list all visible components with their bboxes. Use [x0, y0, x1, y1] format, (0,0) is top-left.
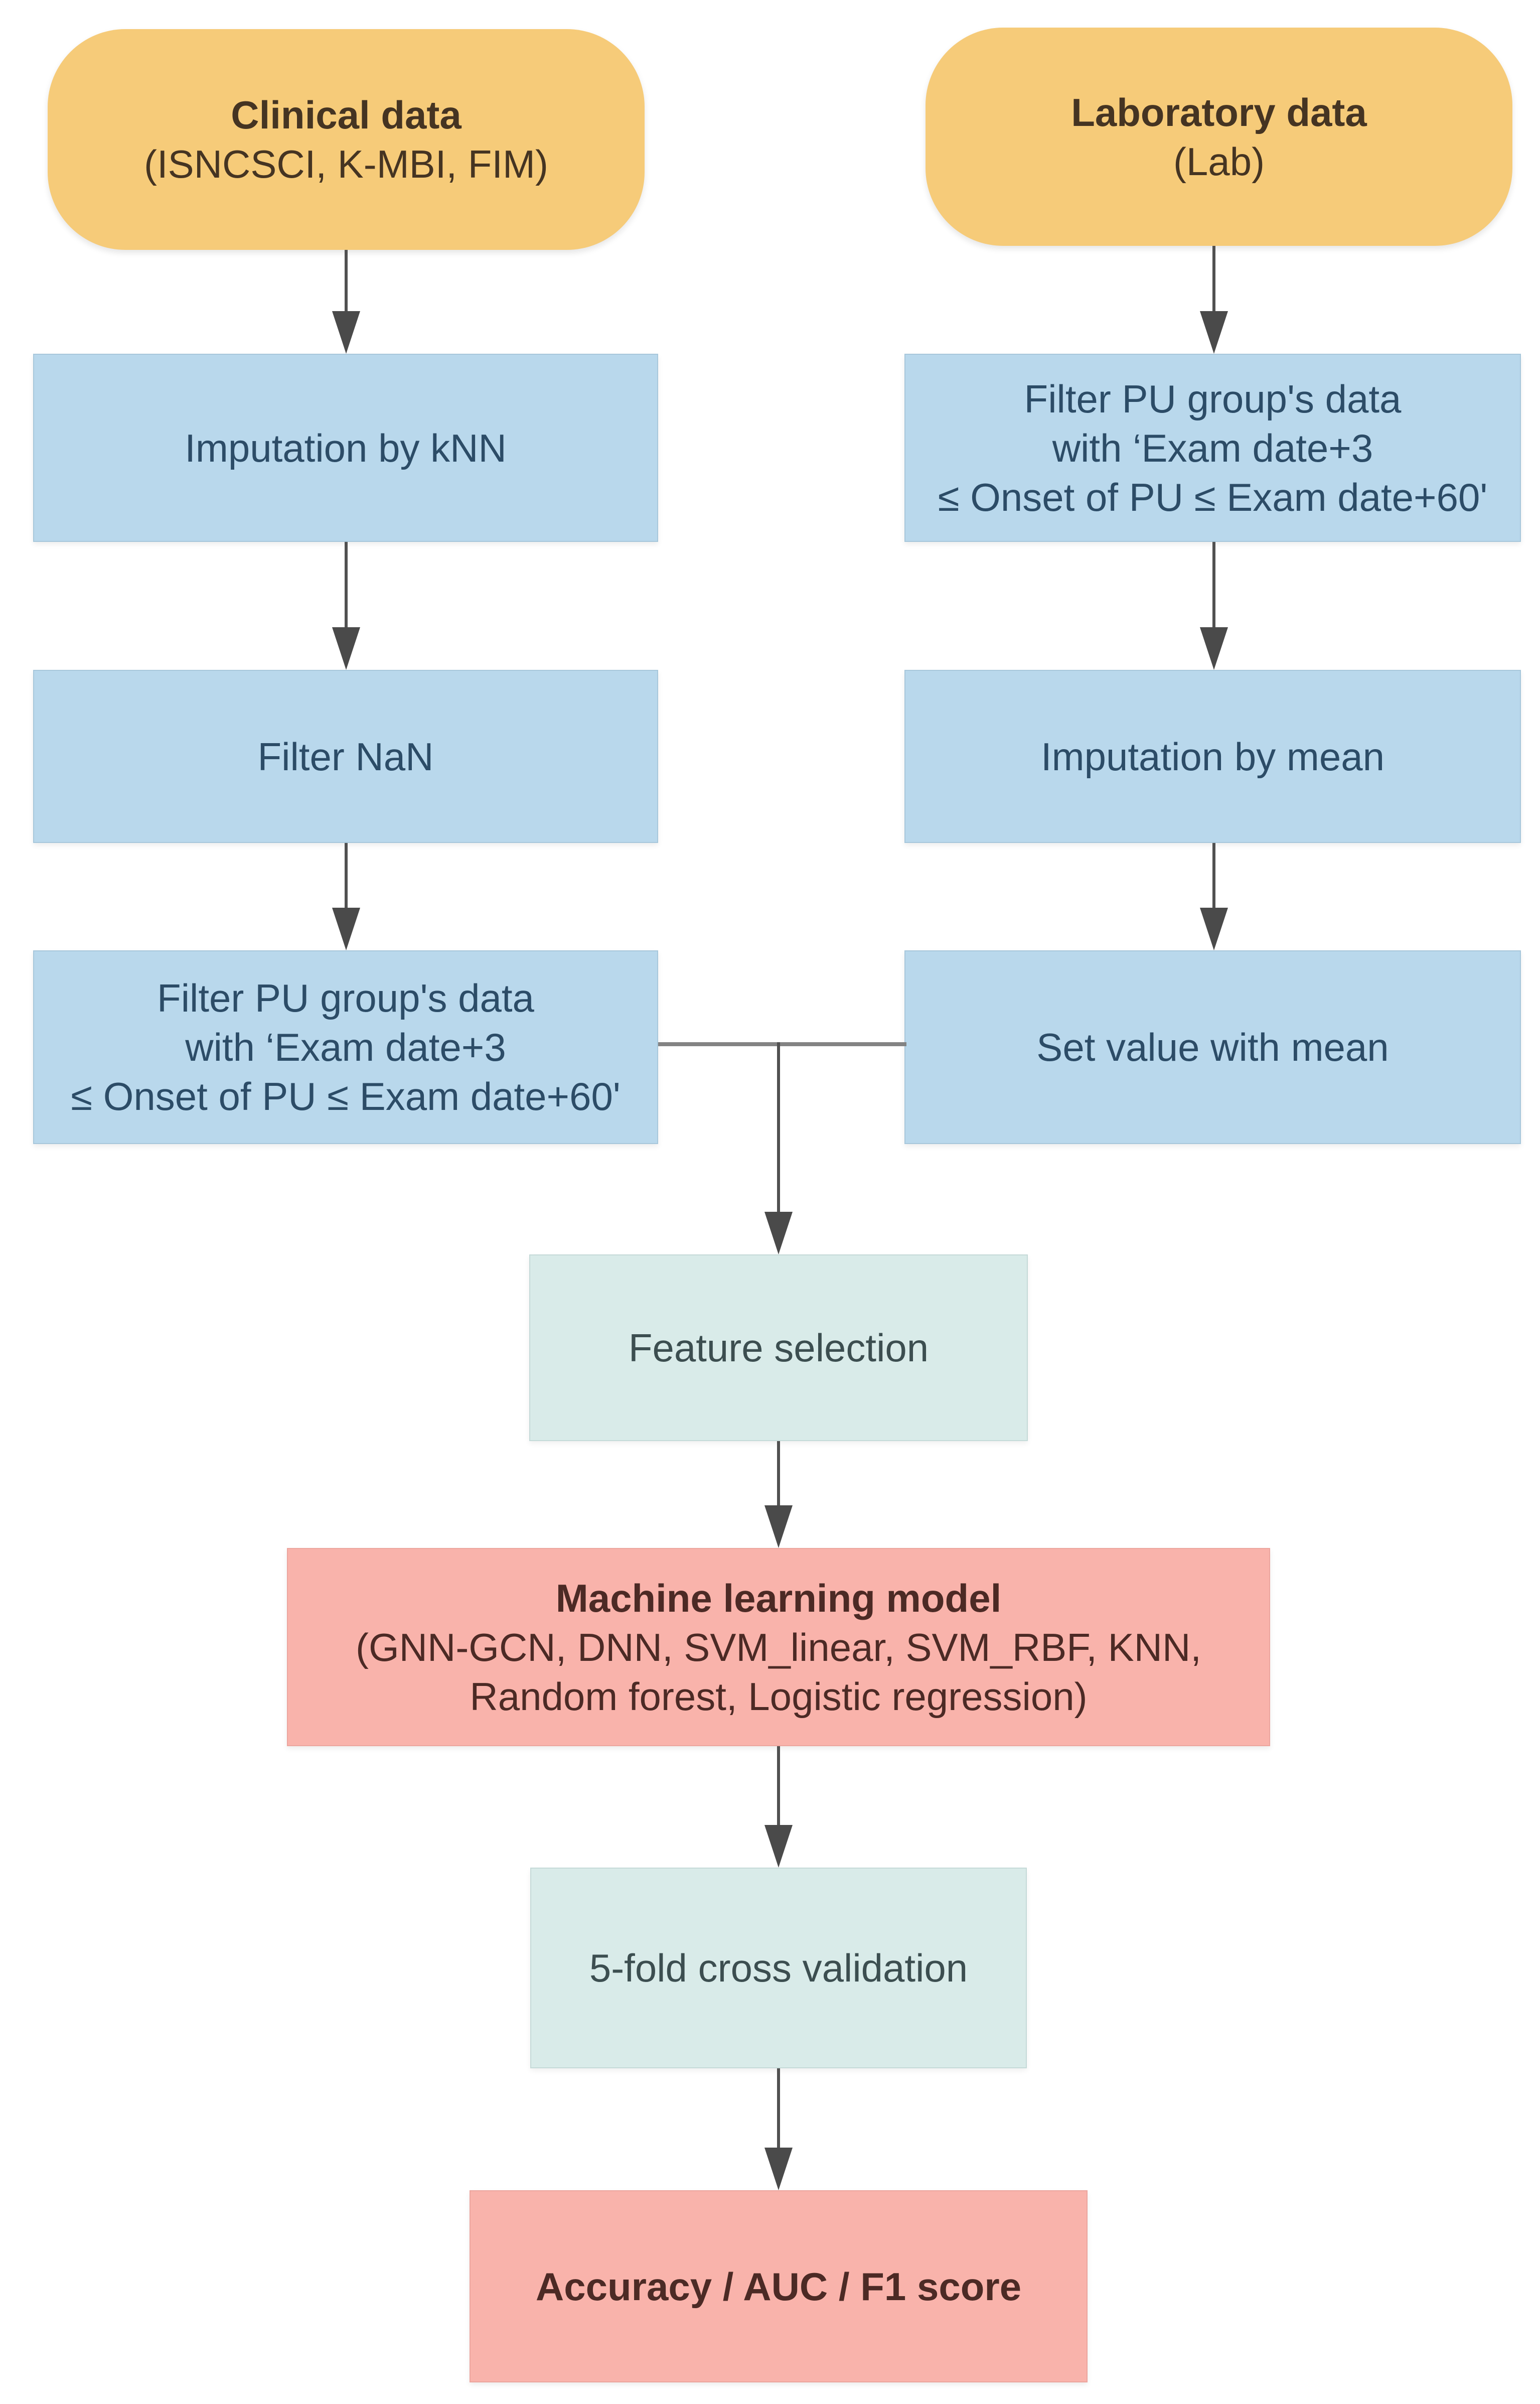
- arrow-filternan-to-filterpu-head: [332, 908, 360, 950]
- arrow-lab-to-filterpu-stem: [1212, 246, 1215, 311]
- node-filter-nan: Filter NaN: [33, 670, 658, 843]
- filter-nan-label: Filter NaN: [257, 734, 434, 779]
- node-filter-pu-lab: Filter PU group's data with ‘Exam date+3…: [904, 354, 1521, 542]
- set-value-mean-label: Set value with mean: [1036, 1025, 1389, 1069]
- node-clinical-data: Clinical data (ISNCSCI, K-MBI, FIM): [48, 29, 645, 250]
- node-imputation-knn: Imputation by kNN: [33, 354, 658, 542]
- arrow-knn-to-filternan-head: [332, 627, 360, 670]
- filter-pu-lab-line-1: Filter PU group's data: [1024, 376, 1402, 421]
- arrow-merge-to-feature-stem: [777, 1042, 780, 1212]
- node-metrics: Accuracy / AUC / F1 score: [470, 2190, 1088, 2382]
- laboratory-data-title: Laboratory data: [1071, 90, 1367, 134]
- node-cross-validation: 5-fold cross validation: [530, 1868, 1027, 2068]
- cross-validation-label: 5-fold cross validation: [589, 1946, 968, 1990]
- filter-pu-lab-line-3: ≤ Onset of PU ≤ Exam date+60': [938, 475, 1488, 519]
- imputation-knn-label: Imputation by kNN: [185, 426, 507, 470]
- node-set-value-mean: Set value with mean: [904, 950, 1521, 1144]
- arrow-merge-to-feature-head: [764, 1212, 793, 1254]
- arrow-feature-to-ml-head: [764, 1505, 793, 1548]
- arrow-clinical-to-knn-stem: [345, 250, 348, 311]
- node-filter-pu-clinical: Filter PU group's data with ‘Exam date+3…: [33, 950, 658, 1144]
- arrow-mean-to-setvalue-stem: [1212, 843, 1215, 908]
- arrow-ml-to-cv-stem: [777, 1746, 780, 1825]
- laboratory-data-subtitle: (Lab): [1173, 139, 1265, 184]
- node-laboratory-data: Laboratory data (Lab): [926, 28, 1512, 246]
- filter-pu-lab-line-2: with ‘Exam date+3: [1052, 426, 1373, 470]
- ml-model-line-1: (GNN-GCN, DNN, SVM_linear, SVM_RBF, KNN,: [356, 1625, 1201, 1669]
- arrow-filterpu-to-mean-head: [1200, 627, 1228, 670]
- filter-pu-clinical-line-1: Filter PU group's data: [157, 976, 534, 1020]
- arrow-cv-to-metrics-head: [764, 2148, 793, 2190]
- imputation-mean-label: Imputation by mean: [1040, 734, 1385, 779]
- arrow-filterpu-to-mean-stem: [1212, 542, 1215, 627]
- feature-selection-label: Feature selection: [628, 1326, 929, 1370]
- clinical-data-subtitle: (ISNCSCI, K-MBI, FIM): [144, 142, 548, 186]
- arrow-cv-to-metrics-stem: [777, 2068, 780, 2148]
- metrics-label: Accuracy / AUC / F1 score: [535, 2264, 1022, 2309]
- filter-pu-clinical-line-3: ≤ Onset of PU ≤ Exam date+60': [71, 1074, 621, 1118]
- arrow-knn-to-filternan-stem: [345, 542, 348, 627]
- arrow-filternan-to-filterpu-stem: [345, 843, 348, 908]
- node-imputation-mean: Imputation by mean: [904, 670, 1521, 843]
- node-feature-selection: Feature selection: [529, 1254, 1028, 1441]
- arrow-feature-to-ml-stem: [777, 1441, 780, 1505]
- ml-model-title: Machine learning model: [555, 1576, 1002, 1620]
- arrow-mean-to-setvalue-head: [1200, 908, 1228, 950]
- arrow-ml-to-cv-head: [764, 1825, 793, 1868]
- arrow-clinical-to-knn-head: [332, 311, 360, 354]
- filter-pu-clinical-line-2: with ‘Exam date+3: [185, 1025, 506, 1069]
- arrow-lab-to-filterpu-head: [1200, 311, 1228, 354]
- clinical-data-title: Clinical data: [231, 93, 461, 137]
- node-ml-model: Machine learning model (GNN-GCN, DNN, SV…: [287, 1548, 1270, 1746]
- merge-connector-line: [658, 1042, 906, 1046]
- ml-model-line-2: Random forest, Logistic regression): [470, 1674, 1088, 1719]
